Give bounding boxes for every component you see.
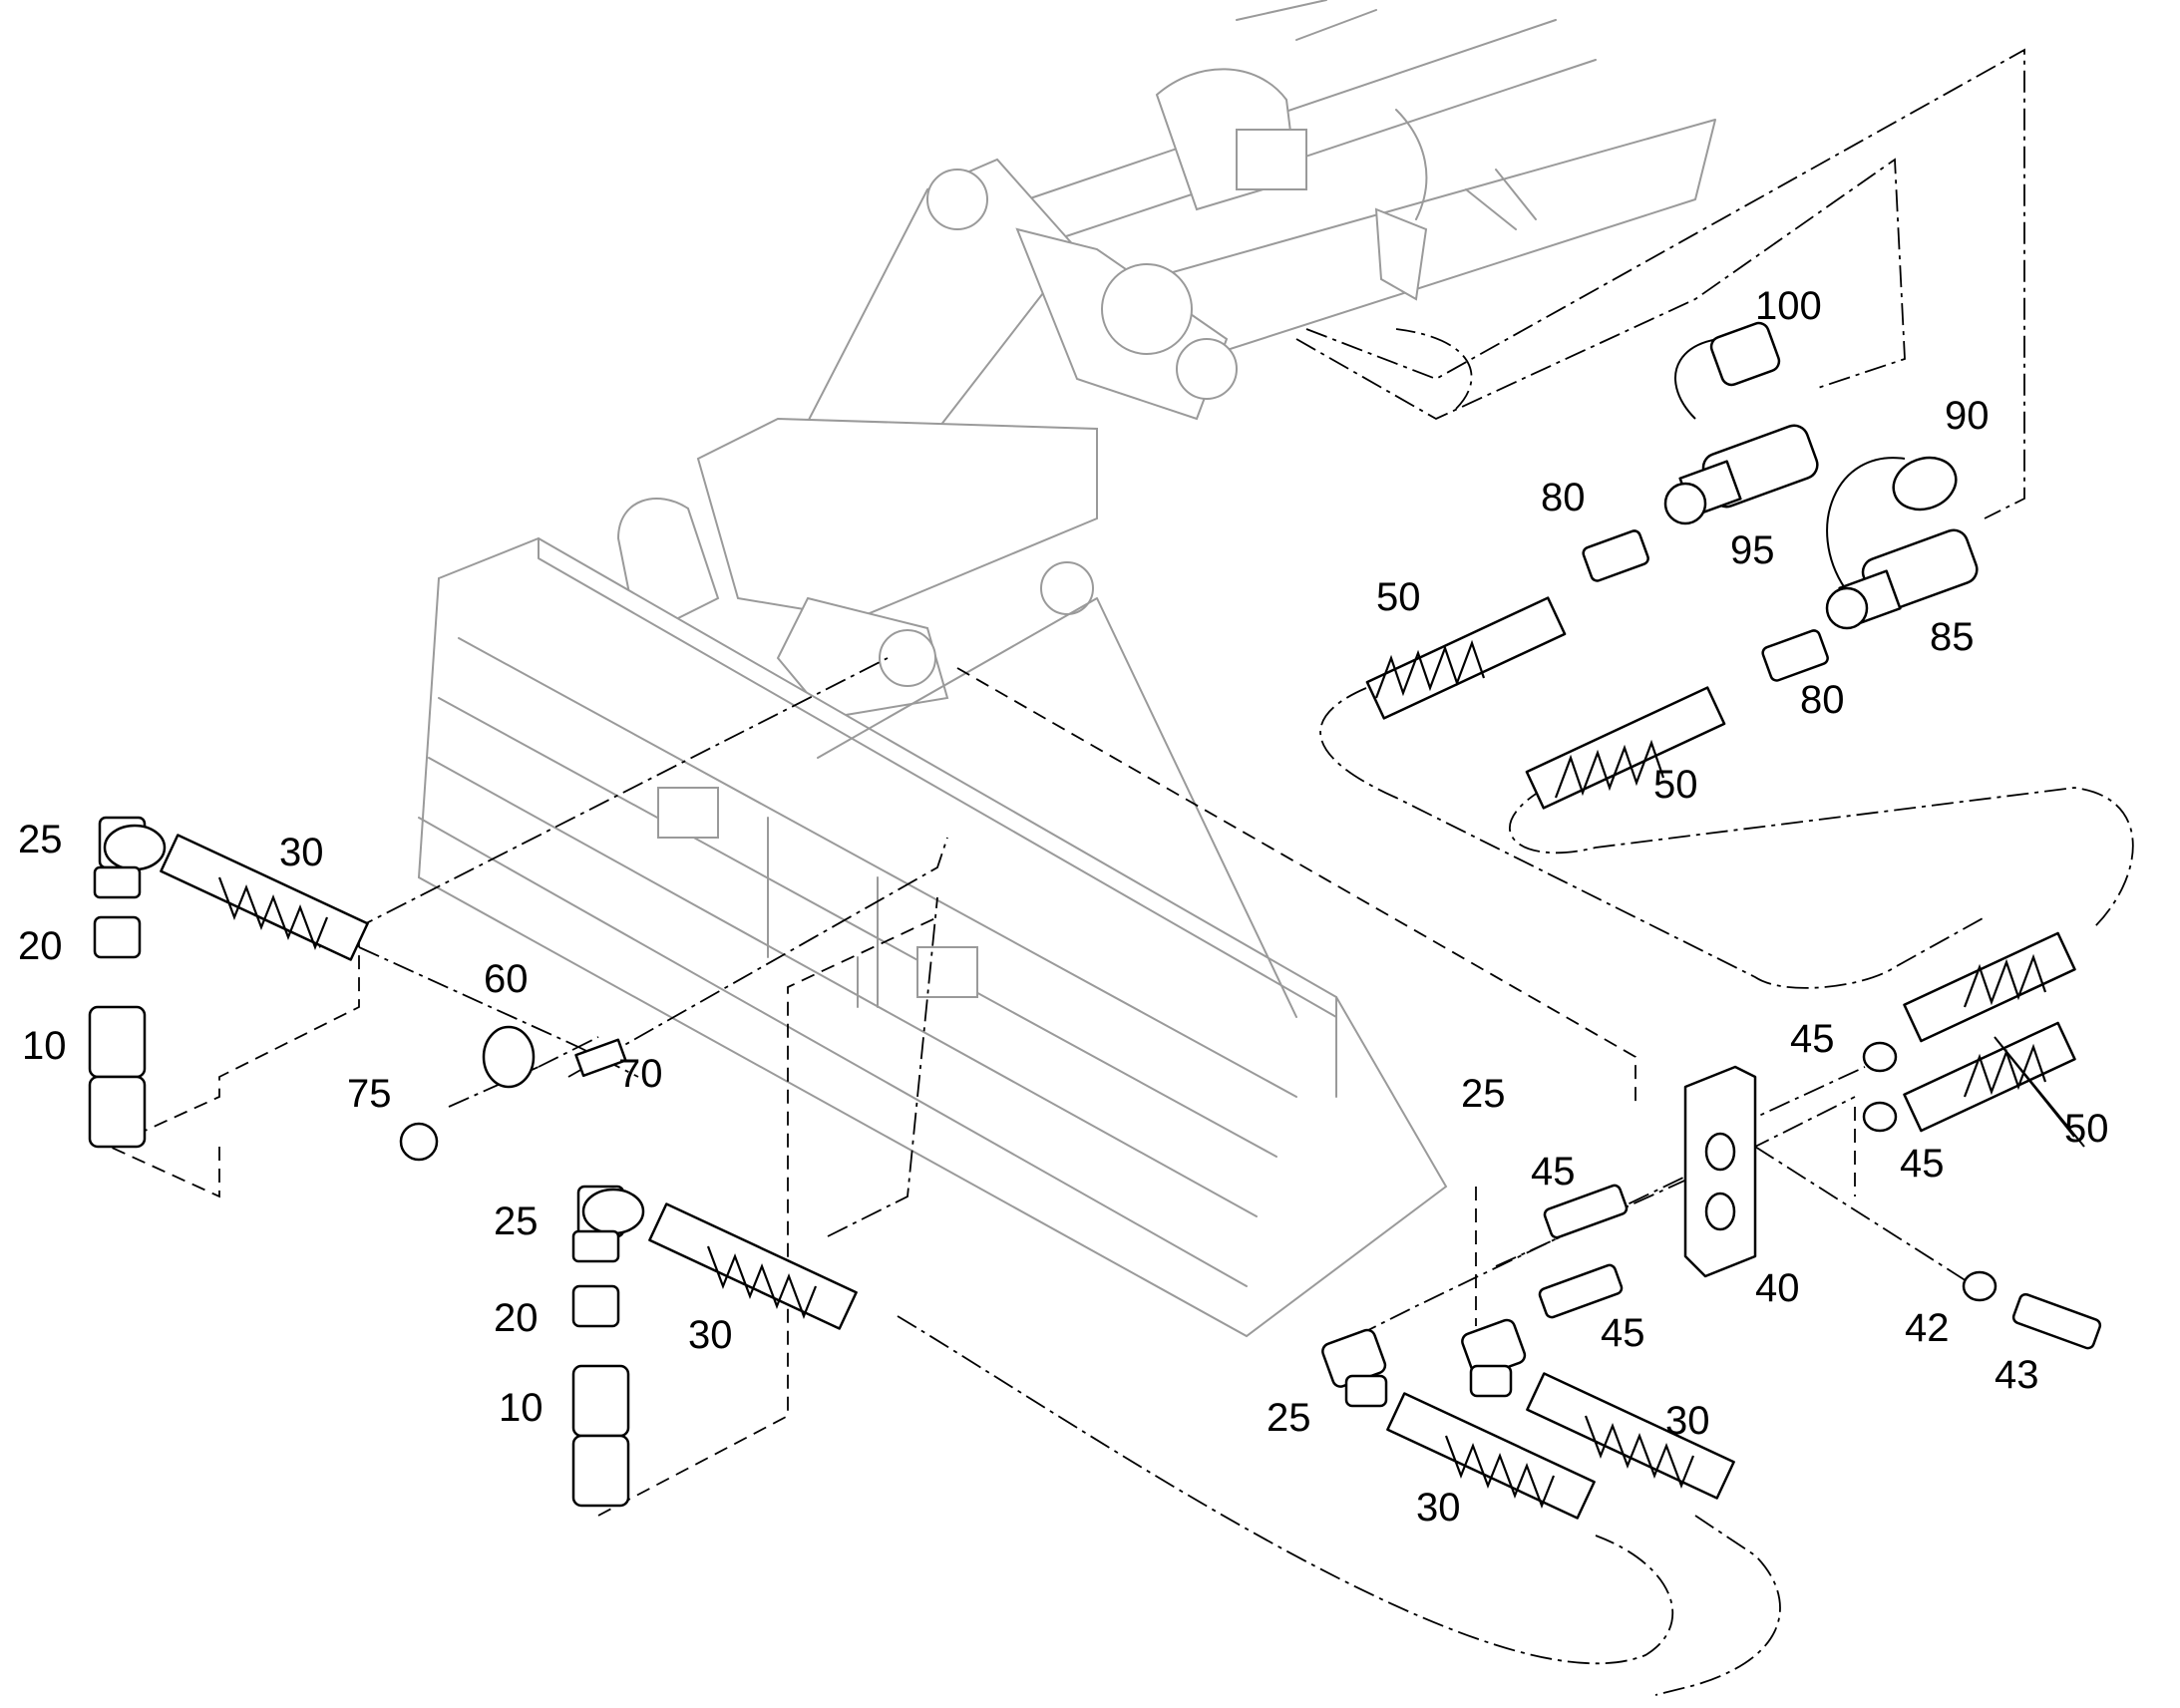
callout-45-a: 45 bbox=[1531, 1150, 1576, 1194]
callout-50-right: 50 bbox=[2064, 1107, 2109, 1151]
callout-labels: 100 90 80 95 85 80 50 50 50 25 30 20 10 … bbox=[18, 284, 2109, 1530]
callout-20-left: 20 bbox=[18, 924, 63, 968]
elbows-25-right bbox=[1321, 1318, 1527, 1408]
fittings-left-10-20-25 bbox=[88, 816, 167, 1149]
hoses-30-right bbox=[1386, 1372, 1735, 1520]
quick-coupler-85-90 bbox=[1825, 456, 1979, 630]
callout-70: 70 bbox=[618, 1052, 663, 1096]
callout-30-right-b: 30 bbox=[1416, 1486, 1461, 1530]
nuts-45 bbox=[1538, 1041, 1898, 1319]
fittings-center-10-20-25 bbox=[571, 1185, 645, 1508]
hose-routing-lines bbox=[107, 48, 2134, 1696]
washer-42-bolt-43 bbox=[1962, 1270, 2102, 1350]
callout-60: 60 bbox=[484, 957, 529, 1001]
callout-45-c: 45 bbox=[1900, 1142, 1945, 1186]
bracket-40 bbox=[1683, 1065, 1757, 1278]
callout-40: 40 bbox=[1755, 1266, 1800, 1310]
callout-100: 100 bbox=[1755, 284, 1822, 328]
excavator-arm-and-bucket-drawing bbox=[417, 0, 1716, 1338]
callout-50-mid: 50 bbox=[1653, 763, 1698, 807]
callout-85: 85 bbox=[1930, 615, 1975, 659]
callout-25-right-bottom: 25 bbox=[1267, 1396, 1311, 1440]
callout-30-center: 30 bbox=[688, 1313, 733, 1357]
callout-45-b: 45 bbox=[1790, 1017, 1835, 1061]
callout-10-center: 10 bbox=[499, 1386, 544, 1430]
callout-95: 95 bbox=[1730, 528, 1775, 572]
adapters-80 bbox=[1582, 529, 1829, 682]
callout-50-top: 50 bbox=[1376, 575, 1421, 619]
hose-30-left bbox=[160, 834, 369, 961]
quick-coupler-95-100 bbox=[1663, 321, 1819, 525]
callout-25-left: 25 bbox=[18, 818, 63, 861]
callout-90: 90 bbox=[1945, 394, 1990, 438]
callout-30-left: 30 bbox=[279, 831, 324, 874]
hose-30-center bbox=[648, 1202, 858, 1330]
callout-10-left: 10 bbox=[22, 1024, 67, 1068]
callout-80-mid: 80 bbox=[1800, 678, 1845, 722]
callout-25-center: 25 bbox=[494, 1199, 539, 1243]
callout-75: 75 bbox=[347, 1072, 392, 1116]
callout-20-center: 20 bbox=[494, 1296, 539, 1340]
parts-60-70-75 bbox=[399, 1025, 627, 1162]
callout-80-top: 80 bbox=[1541, 476, 1586, 519]
hoses-50 bbox=[1365, 596, 2085, 1148]
callout-25-right-top: 25 bbox=[1461, 1072, 1506, 1116]
callout-45-d: 45 bbox=[1601, 1311, 1645, 1355]
callout-42: 42 bbox=[1905, 1306, 1950, 1350]
callout-30-right-a: 30 bbox=[1665, 1399, 1710, 1443]
callout-43: 43 bbox=[1995, 1353, 2039, 1397]
